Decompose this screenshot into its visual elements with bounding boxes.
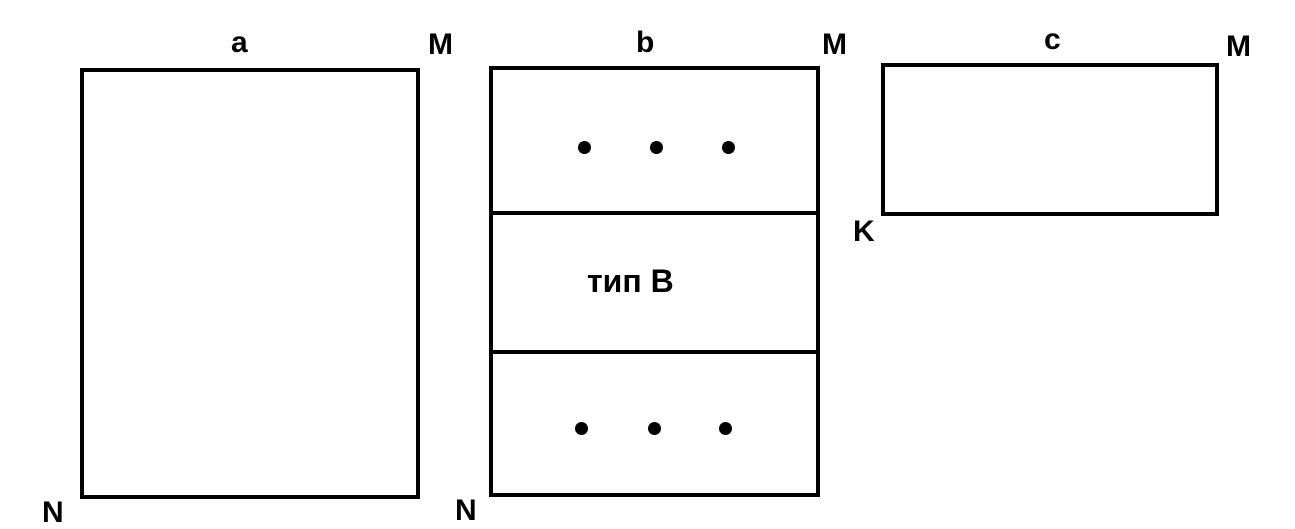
diagram-b-divider-upper bbox=[493, 211, 816, 215]
diagram-b-middle-cell-label: тип B bbox=[587, 263, 674, 299]
diagram-c-label-m: M bbox=[1226, 30, 1251, 63]
diagram-a-label-n: N bbox=[42, 496, 64, 529]
diagram-c-title: c bbox=[1044, 23, 1061, 56]
diagram-a-rectangle bbox=[80, 68, 420, 499]
diagram-c-rectangle bbox=[881, 63, 1219, 216]
diagram-b-label-m: M bbox=[822, 28, 847, 61]
diagram-a-title: a bbox=[231, 26, 248, 59]
diagram-c-label-k: K bbox=[853, 215, 875, 248]
diagram-b-top-dot-3 bbox=[722, 141, 735, 154]
diagram-b-bottom-dot-2 bbox=[648, 422, 661, 435]
diagram-b-rectangle: тип B bbox=[489, 66, 820, 497]
diagram-b-top-dot-1 bbox=[578, 141, 591, 154]
diagram-b-bottom-dot-1 bbox=[575, 422, 588, 435]
diagram-b-bottom-dot-3 bbox=[719, 422, 732, 435]
diagram-a-label-m: M bbox=[428, 28, 453, 61]
diagram-b-divider-lower bbox=[493, 350, 816, 354]
diagram-b-label-n: N bbox=[455, 494, 477, 527]
diagram-b-title: b bbox=[636, 26, 655, 59]
diagram-b-top-dot-2 bbox=[650, 141, 663, 154]
